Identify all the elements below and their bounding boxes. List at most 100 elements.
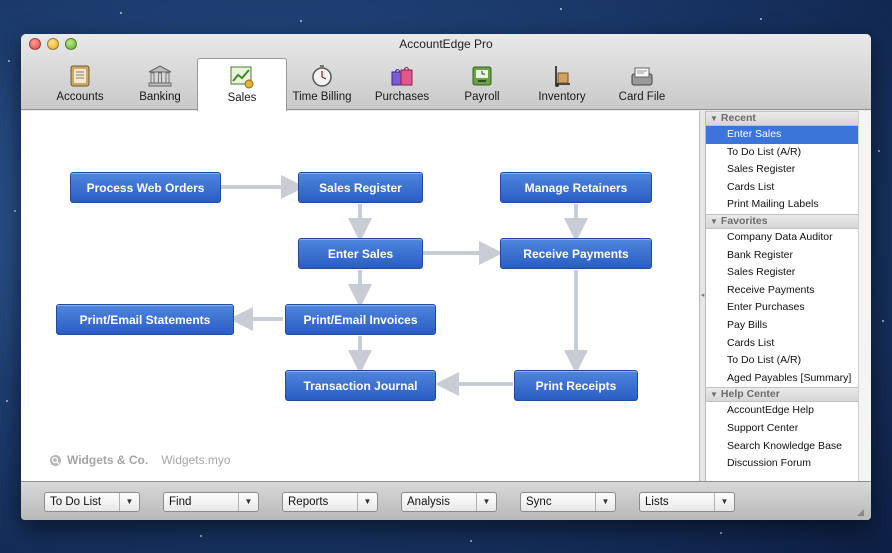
shopping-bags-icon — [391, 67, 413, 86]
tab-label: Banking — [139, 91, 181, 103]
sidebar-section-recent[interactable]: ▼Recent — [706, 111, 858, 126]
tab-banking[interactable]: Banking — [115, 58, 205, 110]
dropdown-label: Reports — [288, 496, 329, 508]
section-title: Favorites — [720, 214, 768, 227]
sidebar-item-pay-bills[interactable]: Pay Bills — [727, 318, 768, 331]
sidebar-item-enter-sales[interactable]: Enter Sales — [706, 126, 858, 144]
pane-splitter[interactable]: ◂ — [699, 111, 706, 481]
desktop-star — [200, 535, 202, 537]
tab-label: Time Billing — [292, 91, 352, 103]
magnifier-logo-icon — [50, 454, 61, 466]
close-window-button[interactable] — [29, 38, 41, 50]
tab-sales[interactable]: Sales — [197, 58, 287, 111]
sidebar-item-sales-register[interactable]: Sales Register — [727, 266, 796, 279]
sidebar-item-search-knowledge-base[interactable]: Search Knowledge Base — [727, 439, 842, 452]
dropdown-arrow-icon: ▼ — [238, 493, 258, 511]
section-title: Help Center — [720, 388, 780, 401]
tab-label: Card File — [618, 91, 666, 103]
sidebar-item-todo-ar[interactable]: To Do List (A/R) — [727, 145, 802, 158]
dropdown-arrow-icon: ▼ — [714, 493, 734, 511]
disclosure-triangle-icon: ▼ — [710, 390, 718, 400]
tab-label: Purchases — [374, 91, 430, 103]
manage-retainers-button[interactable]: Manage Retainers — [500, 172, 652, 203]
process-web-orders-button[interactable]: Process Web Orders — [70, 172, 221, 203]
sidebar-item-support-center[interactable]: Support Center — [727, 421, 799, 434]
dropdown-label: Sync — [526, 496, 552, 508]
dropdown-label: Find — [169, 496, 192, 508]
tab-time-billing[interactable]: Time Billing — [277, 58, 367, 110]
dropdown-label: To Do List — [50, 496, 102, 508]
find-dropdown[interactable]: Find ▼ — [163, 492, 259, 512]
enter-sales-button[interactable]: Enter Sales — [298, 238, 423, 269]
sidebar: ▼Recent Enter Sales To Do List (A/R) Sal… — [706, 111, 858, 481]
sidebar-item-cards-list[interactable]: Cards List — [727, 180, 775, 193]
disclosure-triangle-icon: ▼ — [710, 114, 718, 123]
desktop-star — [14, 210, 16, 212]
dropdown-label: Analysis — [407, 496, 450, 508]
minimize-window-button[interactable] — [47, 38, 59, 50]
dropdown-arrow-icon: ▼ — [357, 493, 377, 511]
sidebar-item-receive-payments[interactable]: Receive Payments — [727, 283, 815, 296]
stopwatch-icon — [312, 65, 332, 87]
section-title: Recent — [720, 112, 756, 124]
desktop-star — [120, 12, 122, 14]
splitter-grip-icon: ◂ — [700, 292, 705, 299]
ledger-icon — [70, 65, 90, 87]
company-name: Widgets & Co. — [67, 453, 149, 467]
sidebar-scrollbar[interactable] — [858, 111, 871, 481]
desktop-star — [8, 60, 10, 62]
zoom-window-button[interactable] — [65, 38, 77, 50]
analysis-dropdown[interactable]: Analysis▼ — [401, 492, 497, 512]
desktop-star — [560, 8, 562, 10]
disclosure-triangle-icon: ▼ — [710, 216, 718, 226]
company-info: Widgets & Co. Widgets.myo — [49, 453, 231, 467]
payroll-clock-icon — [472, 66, 492, 86]
sidebar-item-sales-register[interactable]: Sales Register — [727, 163, 796, 176]
sidebar-item-accountedge-help[interactable]: AccountEdge Help — [727, 404, 814, 417]
sync-dropdown[interactable]: Sync▼ — [520, 492, 616, 512]
transaction-journal-button[interactable]: Transaction Journal — [285, 370, 436, 401]
sidebar-item-aged-payables[interactable]: Aged Payables [Summary] — [727, 371, 852, 384]
print-email-invoices-button[interactable]: Print/Email Invoices — [285, 304, 436, 335]
company-file-name: Widgets.myo — [161, 453, 231, 467]
print-receipts-button[interactable]: Print Receipts — [514, 370, 638, 401]
tab-label: Accounts — [56, 91, 104, 103]
sales-register-button[interactable]: Sales Register — [298, 172, 423, 203]
sidebar-item-enter-purchases[interactable]: Enter Purchases — [727, 301, 805, 314]
sidebar-item-company-data-auditor[interactable]: Company Data Auditor — [727, 230, 833, 243]
dropdown-label: Lists — [645, 496, 669, 508]
desktop-star — [878, 150, 880, 152]
tab-purchases[interactable]: Purchases — [357, 58, 447, 110]
tab-label: Sales — [227, 92, 257, 104]
sidebar-item-bank-register[interactable]: Bank Register — [727, 248, 793, 261]
desktop-star — [760, 18, 762, 20]
sidebar-item-todo-ar[interactable]: To Do List (A/R) — [727, 354, 802, 367]
reports-dropdown[interactable]: Reports ▼ — [282, 492, 378, 512]
desktop-star — [6, 400, 8, 402]
desktop-star — [470, 540, 472, 542]
bank-icon — [148, 65, 172, 87]
tab-label: Inventory — [538, 91, 586, 103]
sales-command-center: Process Web Orders Sales Register Manage… — [21, 111, 699, 481]
todo-list-dropdown[interactable]: To Do List ▼ — [44, 492, 140, 512]
tab-payroll[interactable]: Payroll — [437, 58, 527, 110]
desktop-star — [882, 320, 884, 322]
title-bar: AccountEdge Pro Accounts Banking — [21, 34, 871, 111]
receive-payments-button[interactable]: Receive Payments — [500, 238, 652, 269]
sidebar-item-discussion-forum[interactable]: Discussion Forum — [727, 457, 812, 470]
sales-chart-icon — [230, 66, 254, 89]
resize-grip-icon[interactable]: ◢ — [857, 507, 864, 517]
dropdown-arrow-icon: ▼ — [119, 493, 139, 511]
tab-card-file[interactable]: Card File — [597, 58, 687, 110]
window-title: AccountEdge Pro — [399, 37, 493, 51]
sidebar-item-cards-list[interactable]: Cards List — [727, 336, 775, 349]
hand-truck-icon — [555, 66, 570, 87]
sidebar-section-favorites[interactable]: ▼Favorites — [706, 213, 858, 229]
sidebar-item-print-mailing-labels[interactable]: Print Mailing Labels — [727, 198, 819, 211]
sidebar-section-help-center[interactable]: ▼Help Center — [706, 387, 858, 403]
card-file-icon — [631, 67, 653, 86]
tab-inventory[interactable]: Inventory — [517, 58, 607, 110]
tab-accounts[interactable]: Accounts — [35, 58, 125, 110]
lists-dropdown[interactable]: Lists ▼ — [639, 492, 735, 512]
print-email-statements-button[interactable]: Print/Email Statements — [56, 304, 234, 335]
